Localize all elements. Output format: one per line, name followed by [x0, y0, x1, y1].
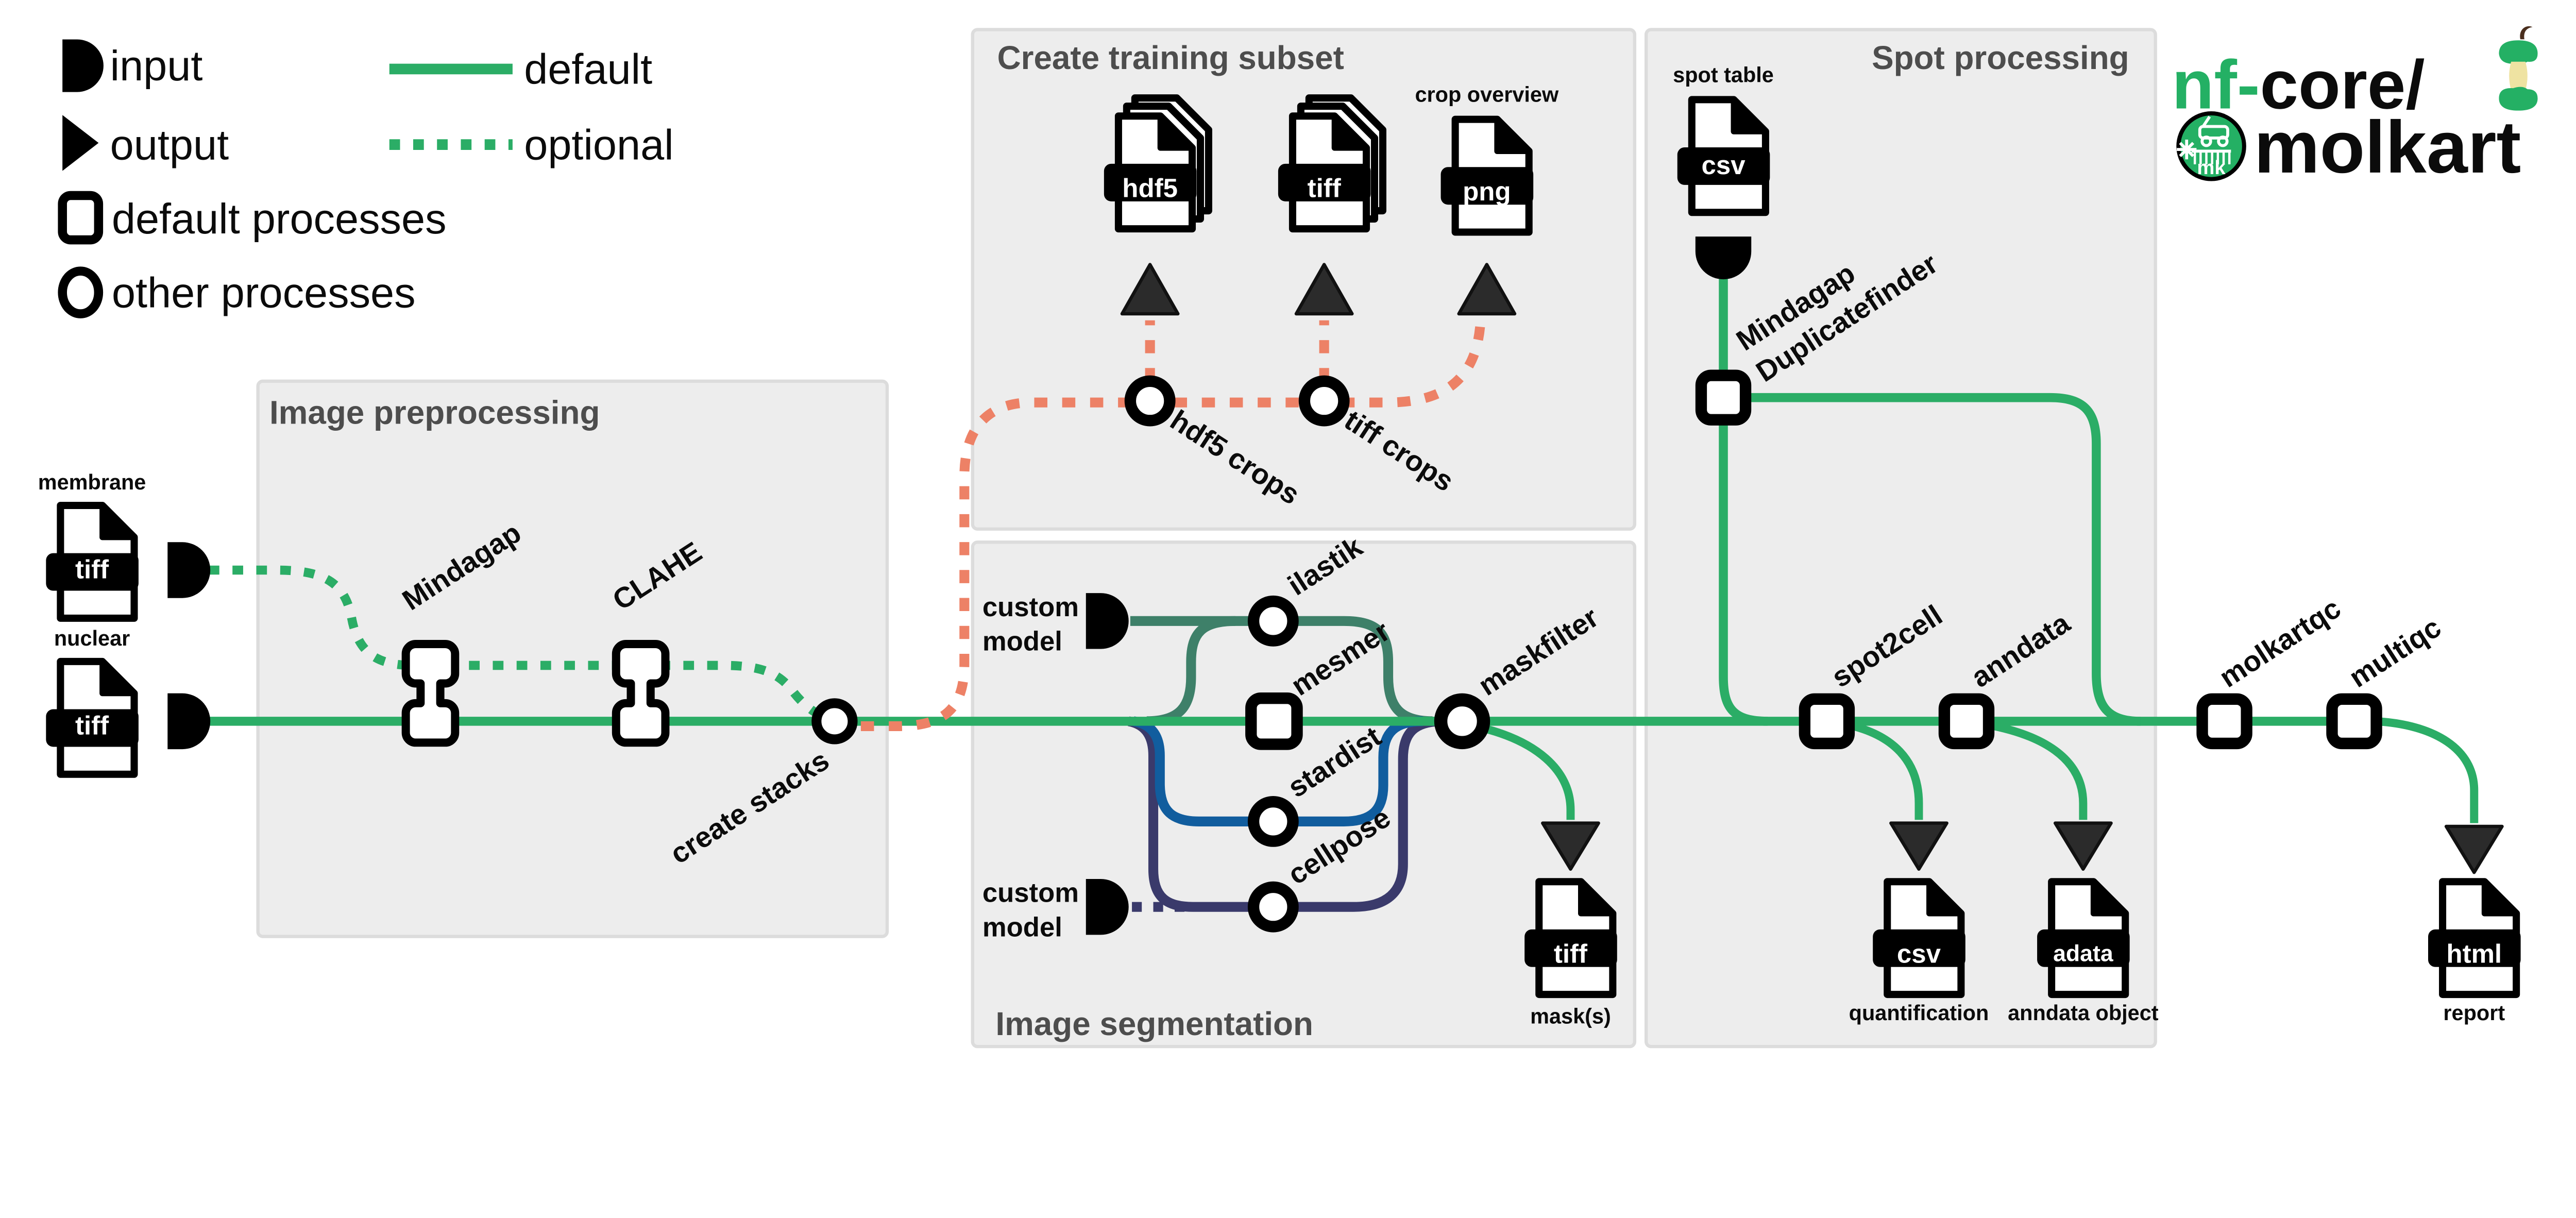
report-caption: report [2443, 1001, 2505, 1025]
edge-to-anndata-object [1985, 720, 2088, 820]
edge-duplicatefinder-right [1744, 393, 2141, 726]
node-stardist [1247, 796, 1299, 847]
edge-training-optional [860, 325, 1485, 731]
nuclear-input-port-icon [167, 693, 211, 750]
panel-title-preprocessing: Image preprocessing [269, 394, 600, 431]
nuclear-caption: nuclear [54, 626, 130, 650]
tiff-stack-file-icon [1278, 98, 1383, 229]
legend-input: input [110, 42, 203, 90]
node-ilastik [1247, 595, 1299, 647]
legend-output: output [110, 121, 229, 168]
quantification-output-arrow-icon [1889, 821, 1948, 871]
apple-core-icon [2499, 26, 2538, 111]
node-tiff-crops [1298, 375, 1350, 427]
node-spot2cell [1799, 693, 1855, 750]
report-html-file-icon [2428, 882, 2521, 994]
edge-to-masks [1481, 723, 1575, 820]
quantification-caption: quantification [1849, 1001, 1989, 1025]
panel-title-spot: Spot processing [1872, 39, 2129, 76]
output-arrow-icon [62, 115, 99, 171]
node-hdf5-crops [1124, 375, 1176, 427]
legend-default: default [524, 45, 652, 93]
edge-stardist-path [1132, 716, 1423, 826]
file-texts: membrane tiff nuclear tiff spot table cs… [38, 62, 2505, 1028]
edge-membrane-optional [208, 565, 828, 722]
panel-title-segmentation: Image segmentation [995, 1005, 1313, 1042]
process-nodes [406, 369, 2382, 933]
output-arrows [1120, 263, 2504, 874]
logo: nf-core/ mk molka [2172, 26, 2538, 189]
hdf5-format: hdf5 [1122, 174, 1178, 203]
logo-mk: mk [2197, 157, 2226, 179]
anndata-caption: anndata object [2008, 1001, 2159, 1025]
masks-caption: mask(s) [1530, 1004, 1611, 1028]
report-format: html [2446, 939, 2502, 969]
node-molkartqc [2196, 693, 2252, 750]
label-custom-model-cellpose-1: custom [982, 878, 1079, 908]
png-output-arrow-icon [1457, 263, 1517, 316]
report-output-arrow-icon [2444, 824, 2504, 874]
logo-wordmark-line1: nf-core/ [2172, 46, 2425, 123]
pipeline-diagram: Image preprocessing Create training subs… [38, 26, 2538, 1048]
hdf5-output-arrow-icon [1120, 263, 1180, 316]
legend-optional: optional [524, 121, 673, 168]
png-format: png [1463, 177, 1511, 206]
spot-table-format: csv [1701, 150, 1745, 180]
default-process-icon [58, 191, 104, 245]
node-multiqc [2326, 693, 2382, 750]
panel-title-training: Create training subset [997, 39, 1344, 76]
panel-spot-processing [1644, 28, 2157, 1048]
edge-cellpose-path [1127, 716, 1443, 912]
legend-default-processes: default processes [112, 195, 447, 243]
tiff-output-arrow-icon [1294, 263, 1354, 316]
logo-molkart: molkart [2254, 106, 2521, 189]
membrane-format: tiff [75, 554, 109, 584]
anndata-format: adata [2053, 941, 2114, 966]
membrane-input-port-icon [167, 542, 211, 598]
other-process-icon [58, 266, 104, 318]
edge-spot-table-down [1719, 276, 1768, 726]
node-create-stacks [811, 698, 858, 745]
anndata-output-arrow-icon [2053, 821, 2113, 871]
input-port-icon [62, 39, 104, 92]
legend-other-processes: other processes [112, 268, 416, 316]
edge-to-quantification [1845, 720, 1923, 820]
logo-nf: nf- [2172, 46, 2260, 123]
nuclear-format: tiff [75, 711, 109, 740]
quantification-format: csv [1897, 939, 1941, 969]
panel-image-preprocessing [256, 379, 889, 938]
mk-badge-icon: mk [2176, 111, 2246, 181]
hdf5-stack-file-icon [1104, 98, 1209, 229]
legend: input output default optional default pr… [58, 39, 674, 318]
label-custom-model-ilastik-2: model [982, 627, 1062, 657]
membrane-caption: membrane [38, 470, 146, 494]
logo-core: core/ [2260, 46, 2425, 123]
crop-overview-caption: crop overview [1415, 82, 1559, 107]
edge-ilastik-path [1130, 616, 1433, 726]
node-maskfilter [1434, 693, 1490, 750]
tiff-format: tiff [1308, 174, 1342, 203]
label-molkartqc: molkartqc [2213, 591, 2346, 693]
node-duplicatefinder [1695, 369, 1752, 426]
label-custom-model-cellpose-2: model [982, 912, 1062, 943]
node-anndata [1938, 693, 1995, 750]
panel-image-segmentation [971, 540, 1637, 1048]
label-multiqc: multiqc [2343, 611, 2447, 693]
masks-output-arrow-icon [1541, 821, 1600, 871]
node-cellpose [1247, 881, 1299, 933]
node-mesmer [1245, 692, 1303, 750]
edge-to-report [2375, 717, 2479, 823]
label-custom-model-ilastik-1: custom [982, 592, 1079, 622]
spot-table-caption: spot table [1673, 62, 1774, 87]
page: Image preprocessing Create training subs… [38, 26, 2538, 1048]
masks-format: tiff [1554, 939, 1588, 969]
